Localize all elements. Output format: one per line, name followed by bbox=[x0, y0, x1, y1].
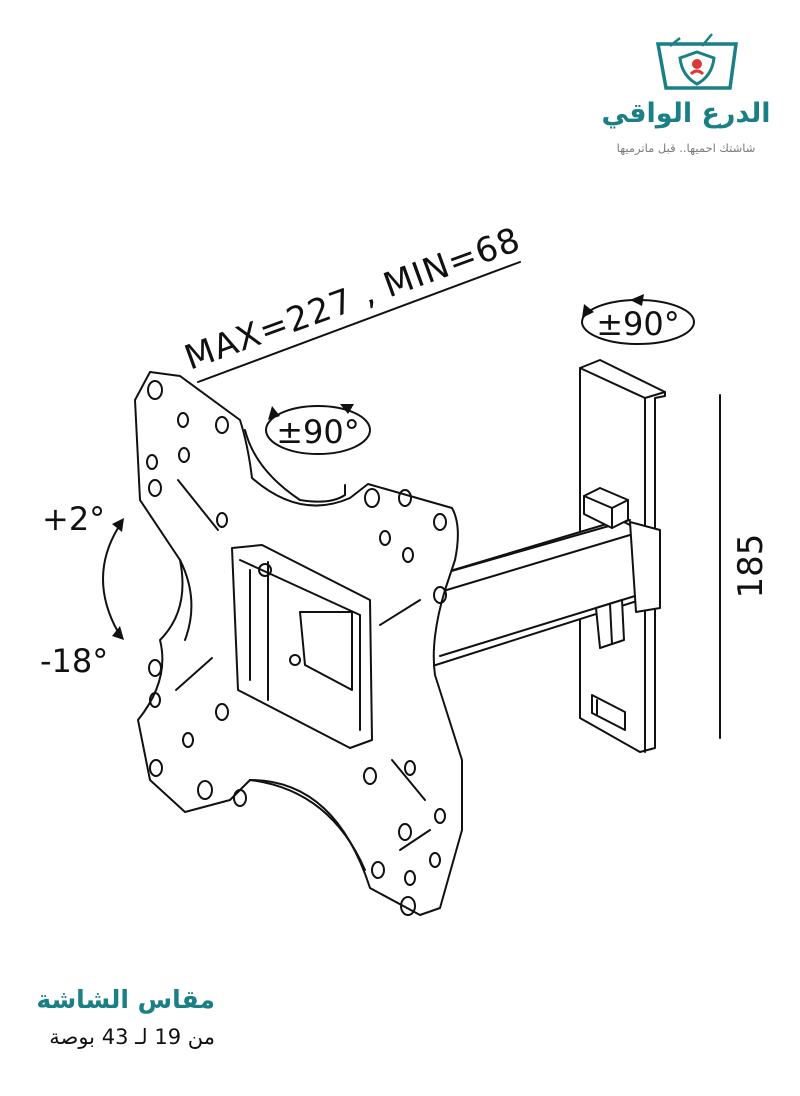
bolt-hole bbox=[258, 563, 272, 577]
screen-size-title: مقاس الشاشة bbox=[36, 985, 215, 1014]
tilt-up-label: +2° bbox=[42, 500, 105, 538]
extension-dimension-line bbox=[197, 261, 521, 383]
brand-logo bbox=[655, 33, 739, 90]
arrow-down-icon bbox=[112, 626, 124, 640]
bolt-hole bbox=[289, 654, 301, 666]
arm-rotation-label: ±90° bbox=[596, 305, 680, 343]
arm-rotation-indicator: ±90° bbox=[581, 294, 695, 345]
rotation-arrow-icon bbox=[268, 406, 280, 420]
logo-slogan: شاشتك احميها.. قبل ماترميها bbox=[616, 141, 756, 155]
tilt-down-label: -18° bbox=[40, 642, 108, 680]
screen-size-range: من 19 لـ 43 بوصة bbox=[49, 1025, 215, 1049]
plate-rotation-label: ±90° bbox=[276, 413, 360, 451]
tilt-arrow bbox=[102, 518, 124, 640]
tv-shield-icon bbox=[655, 33, 739, 90]
height-label: 185 bbox=[731, 534, 771, 599]
vesa-plate bbox=[134, 371, 463, 916]
logo-title: الدرع الواقي bbox=[601, 98, 771, 129]
mounting-holes bbox=[146, 380, 447, 916]
extension-label: MAX=227 , MIN=68 bbox=[179, 220, 526, 379]
rotation-arrow-icon bbox=[582, 304, 594, 318]
plate-rotation-indicator: ±90° bbox=[265, 404, 371, 455]
rotation-arrow-icon bbox=[340, 404, 354, 414]
rotation-arrow-icon bbox=[630, 294, 644, 306]
arrow-up-icon bbox=[112, 518, 124, 532]
